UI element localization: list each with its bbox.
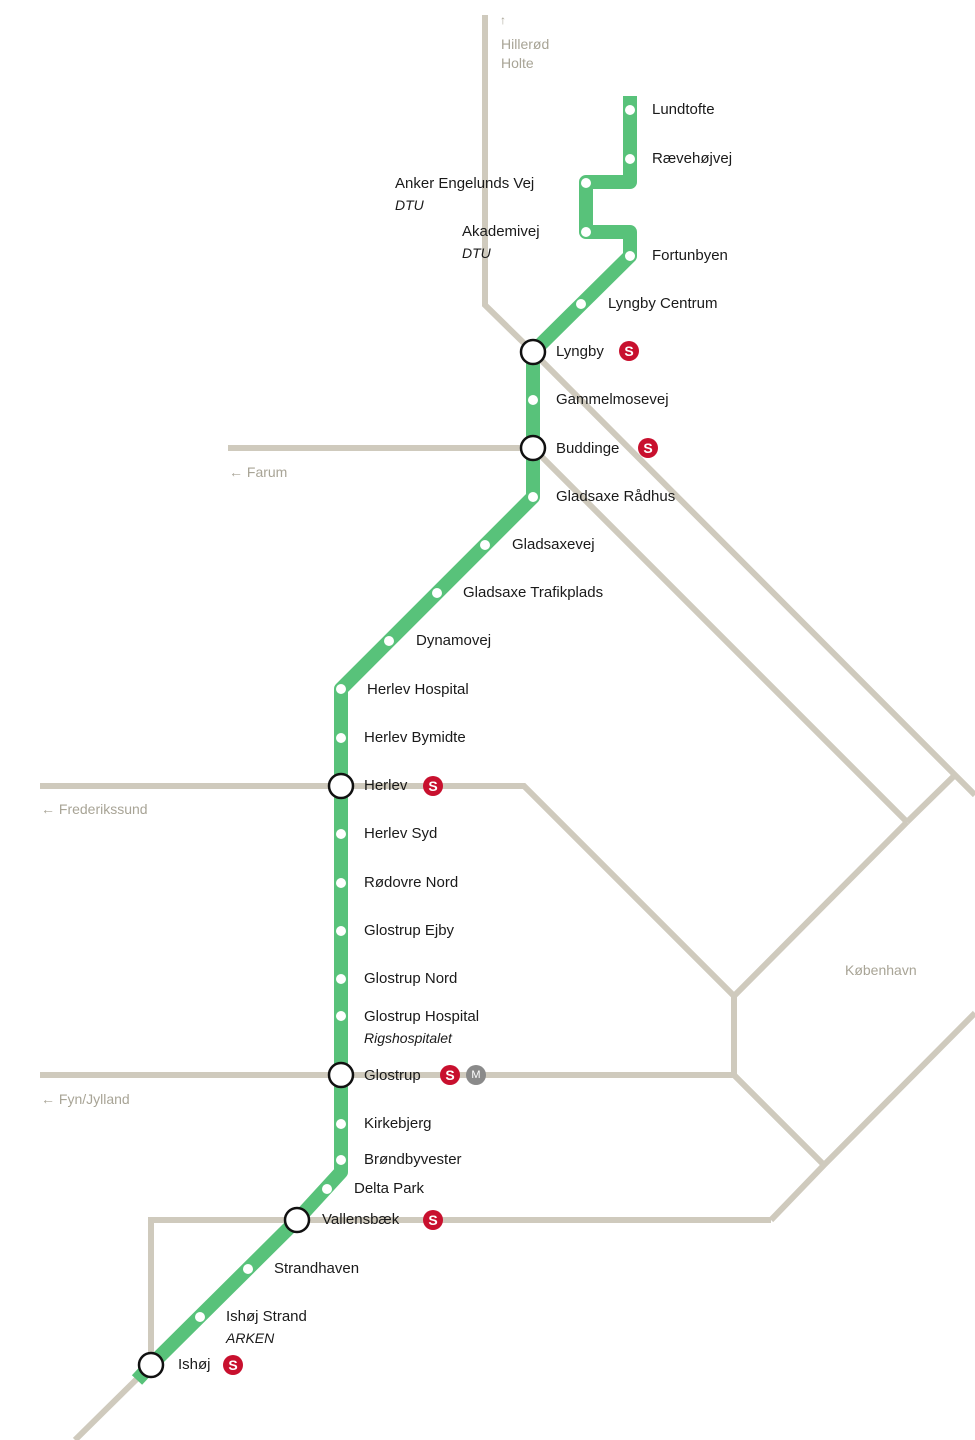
rail-line-hillerod bbox=[482, 15, 536, 355]
station-sublabel-anker: DTU bbox=[395, 197, 424, 213]
s-train-icon-lyngby: S bbox=[619, 341, 639, 361]
city-label: København bbox=[845, 962, 917, 978]
station-dot-ishoj-strand bbox=[195, 1312, 205, 1322]
rail-line-frederikssund bbox=[40, 783, 737, 999]
station-label-glostrup[interactable]: Glostrup bbox=[364, 1067, 421, 1084]
station-label-lyngby-centrum[interactable]: Lyngby Centrum bbox=[608, 295, 718, 312]
station-dot-kirkebjerg bbox=[336, 1119, 346, 1129]
station-dot-dynamovej bbox=[384, 636, 394, 646]
station-dot-brondbyvester bbox=[336, 1155, 346, 1165]
station-label-herlev-syd[interactable]: Herlev Syd bbox=[364, 825, 438, 842]
station-dot-herlev-bymidte bbox=[336, 733, 346, 743]
station-label-herlev-hospital[interactable]: Herlev Hospital bbox=[367, 681, 469, 698]
station-dot-gladsaxe-trafikplads bbox=[432, 588, 442, 598]
station-label-glostrup-ejby[interactable]: Glostrup Ejby bbox=[364, 922, 455, 939]
s-train-icon-vallensbaek: S bbox=[423, 1210, 443, 1230]
direction-arrow-up: ↑ bbox=[500, 13, 506, 27]
station-label-gladsaxe-radhus[interactable]: Gladsaxe Rådhus bbox=[556, 488, 676, 505]
interchange-lyngby bbox=[519, 338, 547, 366]
interchange-herlev bbox=[327, 772, 355, 800]
station-dot-lundtofte bbox=[625, 105, 635, 115]
station-label-dynamovej[interactable]: Dynamovej bbox=[416, 632, 492, 649]
station-sublabel-ishoj-strand: ARKEN bbox=[226, 1330, 275, 1346]
station-label-buddinge[interactable]: Buddinge bbox=[556, 440, 620, 457]
s-train-icon-ishoj: S bbox=[223, 1355, 243, 1375]
rail-line-diagonal-center bbox=[731, 819, 910, 999]
station-label-rodovre-nord[interactable]: Rødovre Nord bbox=[364, 874, 459, 891]
direction-holte: Holte bbox=[501, 55, 534, 71]
station-label-delta-park[interactable]: Delta Park bbox=[354, 1180, 425, 1197]
station-dots bbox=[195, 105, 635, 1322]
station-label-fortunbyen[interactable]: Fortunbyen bbox=[652, 247, 728, 264]
station-dot-lyngby-centrum bbox=[576, 299, 586, 309]
station-label-glostrup-hospital[interactable]: Glostrup Hospital bbox=[364, 1008, 480, 1025]
interchange-glostrup bbox=[327, 1061, 355, 1089]
station-dot-gammelmosevej bbox=[528, 395, 538, 405]
station-dot-fortunbyen bbox=[625, 251, 635, 261]
station-dot-herlev-syd bbox=[336, 829, 346, 839]
rail-line-lyngby-east bbox=[530, 349, 975, 798]
station-dot-herlev-hospital bbox=[336, 684, 346, 694]
station-dot-akademivej bbox=[581, 227, 591, 237]
regional-train-icon-glostrup: M bbox=[466, 1065, 486, 1085]
s-train-icon-glostrup: S bbox=[440, 1065, 460, 1085]
direction-frederikssund: ← Frederikssund bbox=[41, 801, 148, 817]
direction-farum: ← Farum bbox=[229, 464, 288, 480]
direction-fyn: ← Fyn/Jylland bbox=[41, 1091, 130, 1107]
rail-line-east-diagonal bbox=[768, 1010, 975, 1223]
station-label-lyngby[interactable]: Lyngby bbox=[556, 343, 604, 360]
station-label-strandhaven[interactable]: Strandhaven bbox=[274, 1260, 360, 1277]
rail-line-vallensbaek bbox=[148, 1217, 771, 1365]
station-dot-rodovre-nord bbox=[336, 878, 346, 888]
station-label-ishoj-strand[interactable]: Ishøj Strand bbox=[226, 1308, 307, 1325]
station-dot-ravehojvej bbox=[625, 154, 635, 164]
direction-hillerod: Hillerød bbox=[501, 36, 550, 52]
station-label-lundtofte[interactable]: Lundtofte bbox=[652, 101, 715, 118]
station-dot-anker bbox=[581, 178, 591, 188]
station-label-gladsaxevej[interactable]: Gladsaxevej bbox=[512, 536, 595, 553]
interchange-ishoj bbox=[137, 1351, 165, 1379]
station-label-glostrup-nord[interactable]: Glostrup Nord bbox=[364, 970, 458, 987]
rail-line-connector-north bbox=[904, 772, 958, 825]
station-dot-gladsaxe-radhus bbox=[528, 492, 538, 502]
station-dot-glostrup-ejby bbox=[336, 926, 346, 936]
station-label-vallensbaek[interactable]: Vallensbæk bbox=[322, 1211, 400, 1228]
rail-line-buddinge-southeast bbox=[530, 445, 910, 825]
interchange-vallensbaek bbox=[283, 1206, 311, 1234]
station-dot-delta-park bbox=[322, 1184, 332, 1194]
station-label-herlev-bymidte[interactable]: Herlev Bymidte bbox=[364, 729, 466, 746]
station-dot-glostrup-nord bbox=[336, 974, 346, 984]
station-label-akademivej[interactable]: Akademivej bbox=[462, 223, 540, 240]
station-label-gammelmosevej[interactable]: Gammelmosevej bbox=[556, 391, 669, 408]
station-dot-strandhaven bbox=[243, 1264, 253, 1274]
station-label-anker[interactable]: Anker Engelunds Vej bbox=[395, 175, 535, 192]
s-train-icon-herlev: S bbox=[423, 776, 443, 796]
station-sublabel-glostrup-hospital: Rigshospitalet bbox=[364, 1030, 452, 1046]
rail-line-fyn bbox=[40, 1072, 827, 1168]
station-label-ishoj[interactable]: Ishøj bbox=[178, 1356, 211, 1373]
interchange-rings bbox=[137, 338, 547, 1379]
station-label-herlev[interactable]: Herlev bbox=[364, 777, 408, 794]
s-train-icon-buddinge: S bbox=[638, 438, 658, 458]
station-label-gladsaxe-trafikplads[interactable]: Gladsaxe Trafikplads bbox=[463, 584, 604, 601]
station-label-ravehojvej[interactable]: Rævehøjvej bbox=[652, 150, 733, 167]
station-dot-gladsaxevej bbox=[480, 540, 490, 550]
station-sublabel-akademivej: DTU bbox=[462, 245, 491, 261]
station-label-kirkebjerg[interactable]: Kirkebjerg bbox=[364, 1115, 432, 1132]
interchange-buddinge bbox=[519, 434, 547, 462]
station-dot-glostrup-hospital bbox=[336, 1011, 346, 1021]
station-label-brondbyvester[interactable]: Brøndbyvester bbox=[364, 1151, 462, 1168]
